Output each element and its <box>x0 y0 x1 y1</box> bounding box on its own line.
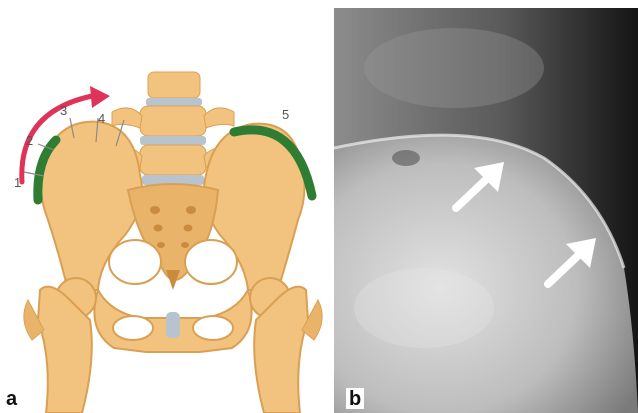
region-label-1: 1 <box>14 176 21 189</box>
radiograph-image <box>334 8 638 413</box>
pubic-symphysis <box>166 312 180 338</box>
pelvis-illustration-panel: 1 2 3 4 5 a <box>0 0 330 413</box>
pelvis-illustration <box>0 0 330 413</box>
left-pelvic-opening <box>109 240 161 284</box>
direction-arrow-head <box>90 86 110 108</box>
panel-label-b: b <box>346 388 364 409</box>
region-label-4: 4 <box>98 112 105 125</box>
right-obturator-foramen <box>193 316 233 340</box>
panel-label-a: a <box>6 389 17 409</box>
region-label-3: 3 <box>60 104 67 117</box>
left-femur <box>24 278 96 413</box>
region-label-5: 5 <box>282 108 289 121</box>
region-label-2: 2 <box>26 134 33 147</box>
radiograph-panel: b <box>334 8 638 413</box>
right-femur <box>250 278 322 413</box>
right-pelvic-opening <box>185 240 237 284</box>
left-obturator-foramen <box>113 316 153 340</box>
